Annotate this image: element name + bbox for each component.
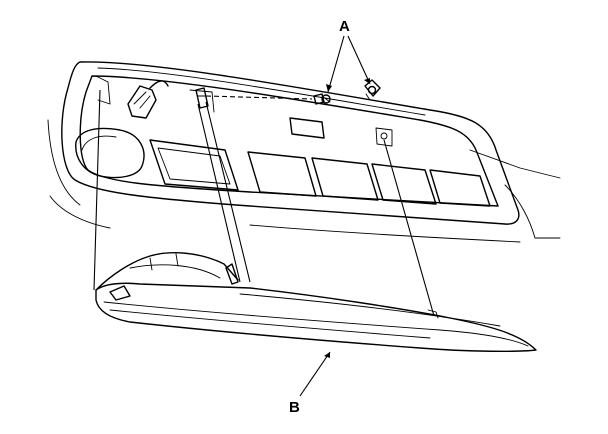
callout-b: B: [289, 351, 331, 416]
alignment-dashed-line: [205, 95, 313, 100]
mounting-clip: [195, 87, 209, 109]
bumper-grille-frame: [61, 61, 520, 225]
callout-b-arrowhead: [324, 352, 330, 358]
callout-b-leader: [299, 351, 331, 397]
screw-fastener: [313, 93, 331, 105]
clip-fastener: [364, 79, 381, 101]
wiring-connector: [127, 80, 169, 119]
callout-a: A: [326, 18, 371, 93]
installation-guide-lines: [93, 89, 435, 317]
callout-a-arrowhead-screw: [326, 84, 332, 92]
callout-a-leader-screw: [327, 35, 345, 93]
callout-b-label: B: [289, 399, 300, 416]
bumper-light-assembly: [95, 252, 537, 352]
callout-a-leader-clip: [347, 35, 371, 85]
callout-a-arrowhead-clip: [364, 78, 370, 84]
callout-a-label: A: [339, 18, 350, 35]
vehicle-body-outline: [47, 119, 561, 243]
